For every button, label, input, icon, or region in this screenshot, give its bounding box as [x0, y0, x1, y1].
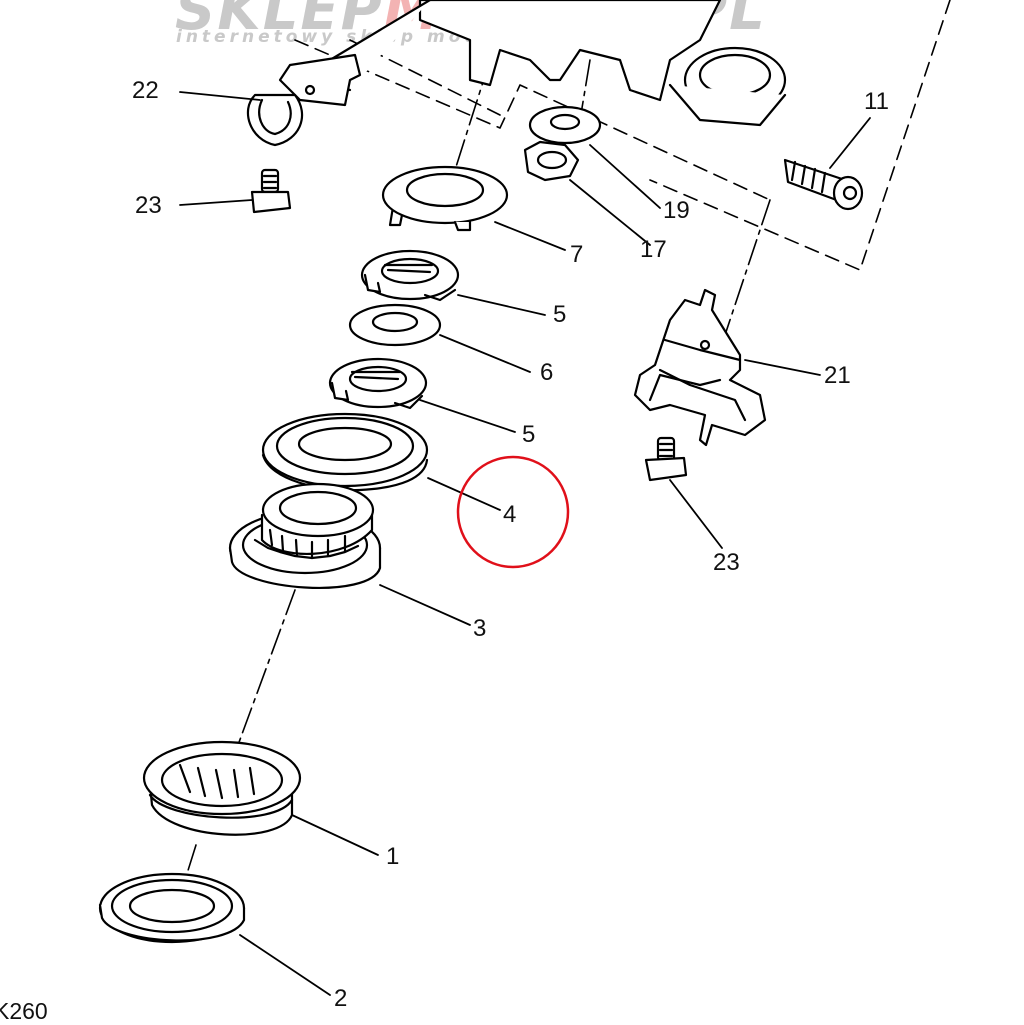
- callout-6: 6: [540, 359, 554, 386]
- part-7-lock-washer: [381, 165, 509, 232]
- callout-23-lower: 23: [713, 549, 740, 576]
- part-2-seal: [98, 872, 246, 944]
- callout-2: 2: [334, 985, 348, 1012]
- callout-1: 1: [386, 843, 400, 870]
- callout-19: 19: [663, 197, 690, 224]
- part-5-ring-nut-upper: [360, 249, 460, 302]
- upper-bracket: [328, 0, 787, 127]
- part-3-upper-bearing: [228, 482, 382, 589]
- watermark-brand-prefix: SKLEP: [175, 0, 384, 43]
- part-5-ring-nut-lower: [328, 357, 428, 410]
- callout-11: 11: [864, 88, 889, 115]
- part-6-washer: [348, 303, 442, 347]
- highlight-circle: [456, 455, 570, 569]
- callout-5-upper: 5: [553, 301, 567, 328]
- callout-23-upper: 23: [135, 192, 162, 219]
- part-4-dust-seal: [261, 412, 429, 492]
- callout-7: 7: [570, 241, 584, 268]
- part-1-lower-bearing: [142, 740, 302, 836]
- leader-lines: [179, 91, 871, 996]
- part-19-washer: [528, 105, 602, 145]
- callout-21: 21: [824, 362, 851, 389]
- callout-5-lower: 5: [522, 421, 536, 448]
- callout-3: 3: [473, 615, 487, 642]
- callout-4: 4: [503, 501, 517, 528]
- callout-22: 22: [132, 77, 159, 104]
- part-17-nut: [523, 140, 580, 182]
- part-11-bolt: [783, 158, 864, 211]
- part-23-screw-lower: [644, 436, 688, 482]
- part-21-bracket: [633, 288, 767, 447]
- drawing-code: K260: [0, 998, 48, 1024]
- part-22-clip: [246, 53, 362, 147]
- part-23-screw-upper: [250, 168, 292, 214]
- callout-17: 17: [640, 236, 667, 263]
